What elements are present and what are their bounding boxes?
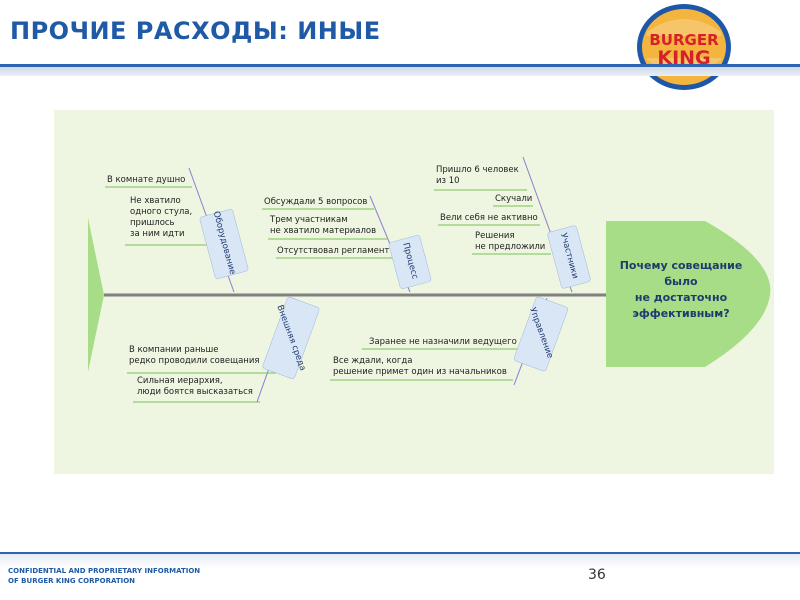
cause-equipment-2: Не хватило одного стула, пришлось за ним… [130, 196, 193, 239]
footer-band [0, 552, 800, 568]
confidential-notice: CONFIDENTIAL AND PROPRIETARY INFORMATION… [8, 567, 201, 585]
cause-environment-1: В компании раньше редко проводили совеща… [129, 345, 260, 366]
cause-environment-2: Сильная иерархия, люди боятся высказатьс… [137, 376, 253, 397]
page-number: 36 [588, 567, 606, 583]
cause-participants-2: Скучали [495, 194, 533, 204]
cause-participants-4: Решения не предложили [475, 231, 546, 252]
cause-participants-3: Вели себя не активно [440, 213, 538, 223]
page-title: ПРОЧИЕ РАСХОДЫ: ИНЫЕ [10, 17, 381, 45]
header-band [0, 64, 800, 76]
cause-management-2: Все ждали, когда решение примет один из … [333, 356, 507, 377]
cause-equipment-1: В комнате душно [107, 175, 186, 185]
cause-management-1: Заранее не назначили ведущего [369, 337, 517, 347]
cause-participants-1: Пришло 6 человек из 10 [436, 165, 519, 186]
cause-process-1: Обсуждали 5 вопросов [264, 197, 368, 207]
problem-statement: Почему совещание было не достаточно эффе… [619, 259, 743, 320]
cause-process-2: Трем участникам не хватило материалов [270, 215, 377, 236]
fish-head [606, 221, 771, 367]
logo-text-top: BURGER [649, 31, 719, 49]
cause-process-3: Отсутствовал регламент [277, 246, 390, 256]
logo-text-bottom: KING [657, 47, 710, 69]
fish-tail [88, 218, 104, 372]
